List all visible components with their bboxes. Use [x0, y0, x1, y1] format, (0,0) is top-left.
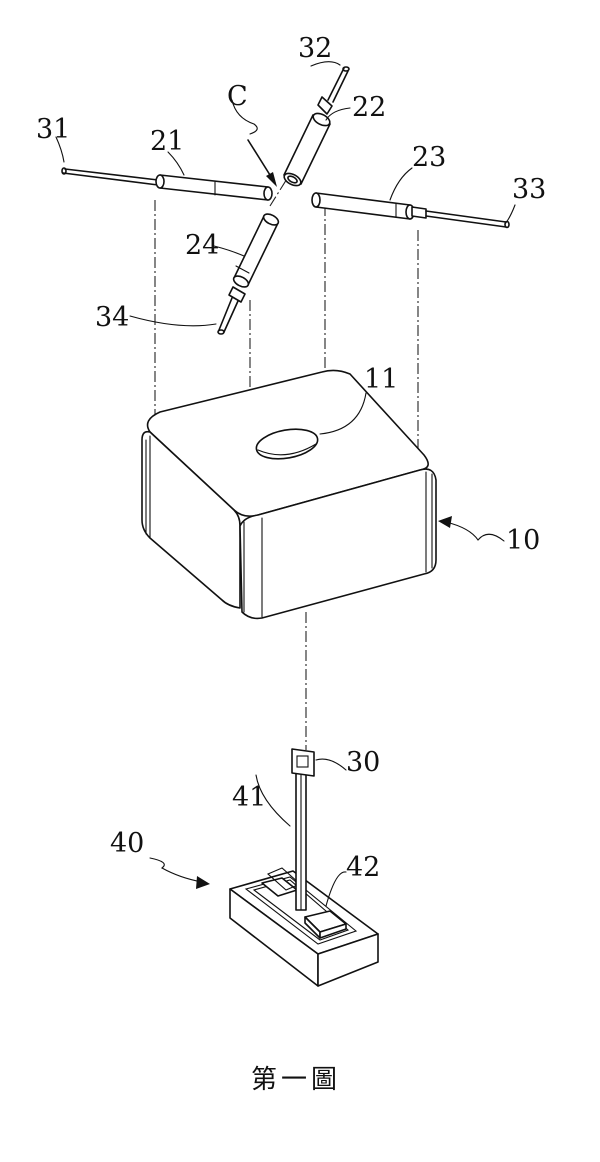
label-30: 30 — [346, 747, 380, 778]
label-22: 22 — [352, 92, 386, 123]
label-31: 31 — [36, 114, 70, 145]
label-c: C — [227, 81, 248, 112]
optical-arm-lower — [217, 213, 280, 335]
label-40: 40 — [110, 828, 144, 859]
optical-arm-left — [61, 167, 273, 201]
label-33: 33 — [512, 174, 546, 205]
optical-arm-upper — [283, 66, 350, 187]
label-23: 23 — [412, 142, 446, 173]
base-40-assembly — [229, 748, 379, 987]
label-32: 32 — [298, 33, 332, 64]
label-41: 41 — [232, 782, 266, 813]
figure-caption: 第一圖 — [251, 1065, 341, 1095]
block-10 — [141, 369, 437, 620]
leader-lines — [55, 61, 516, 907]
label-21: 21 — [150, 126, 184, 157]
label-34: 34 — [95, 302, 129, 333]
label-10: 10 — [506, 525, 540, 556]
optical-arm-right — [311, 192, 510, 229]
label-24: 24 — [185, 230, 219, 261]
label-42: 42 — [346, 852, 380, 883]
label-11: 11 — [364, 364, 398, 395]
reference-labels: 31 21 C 32 22 23 33 24 34 11 10 30 41 40… — [36, 33, 546, 883]
